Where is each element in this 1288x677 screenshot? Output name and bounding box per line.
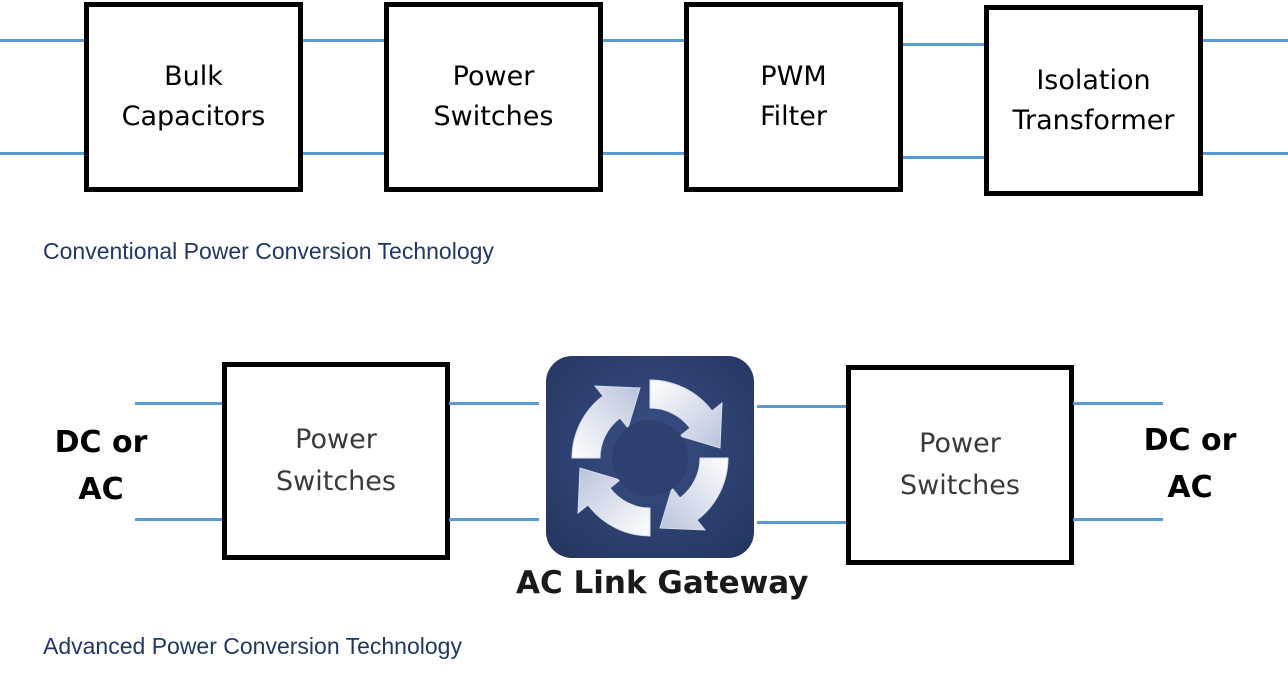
io-label-line2: AC [78,472,124,507]
advanced-caption: Advanced Power Conversion Technology [43,633,462,659]
gateway-arrows [571,379,729,537]
block-pwm-filter: PWM Filter [684,2,903,192]
io-label-line2: AC [1167,470,1213,505]
wire-gateway-to-right-bottom [757,521,851,524]
block-label-line2: Capacitors [121,101,266,132]
circular-arrows-icon [546,356,754,558]
block-label-line2: Switches [433,101,554,132]
wire-gateway-to-right-top [757,405,851,408]
wire-3-4-bottom [899,156,987,159]
wire-left-to-gateway-top [449,402,539,405]
block-label-line2: Transformer [1012,104,1175,136]
wire-input-bottom [0,152,88,155]
block-label: Power Switches [434,57,554,137]
block-label: Power Switches [900,423,1020,507]
block-label-line1: Isolation [1036,64,1151,96]
gateway-center [612,420,688,496]
wire-left-to-gateway-bottom [449,518,539,521]
right-io-label: DC or AC [1135,417,1245,511]
block-label-line1: PWM [760,61,827,92]
conventional-caption: Conventional Power Conversion Technology [43,238,494,264]
block-bulk-capacitors: Bulk Capacitors [84,2,303,192]
gateway-label: AC Link Gateway [516,565,809,601]
block-label-line1: Bulk [164,61,223,92]
wire-output-bottom [1200,152,1288,155]
block-label-line2: Switches [900,470,1020,501]
wire-right-out-bottom [1073,518,1163,521]
wire-1-2-top [299,39,387,42]
block-label-line1: Power [919,428,1001,459]
block-power-switches-right: Power Switches [846,365,1074,565]
wire-input-top [0,39,88,42]
block-power-switches-top: Power Switches [384,2,603,192]
io-label-line1: DC or [54,425,148,460]
block-isolation-transformer: Isolation Transformer [984,5,1203,196]
block-label: Bulk Capacitors [122,57,266,137]
block-label-line1: Power [452,61,535,92]
io-label-line1: DC or [1143,423,1237,458]
wire-1-2-bottom [299,152,387,155]
block-label: PWM Filter [760,57,827,137]
block-label: Power Switches [276,419,396,503]
wire-right-out-top [1073,402,1163,405]
wire-2-3-top [599,39,687,42]
block-power-switches-left: Power Switches [222,362,450,560]
wire-3-4-top [899,43,987,46]
wire-left-in-top [135,402,227,405]
left-io-label: DC or AC [46,419,156,513]
block-label-line1: Power [295,424,377,455]
wire-2-3-bottom [599,152,687,155]
block-label-line2: Switches [276,466,396,497]
block-label: Isolation Transformer [1012,61,1174,141]
block-label-line2: Filter [760,101,827,132]
wire-left-in-bottom [135,518,227,521]
wire-output-top [1200,39,1288,42]
